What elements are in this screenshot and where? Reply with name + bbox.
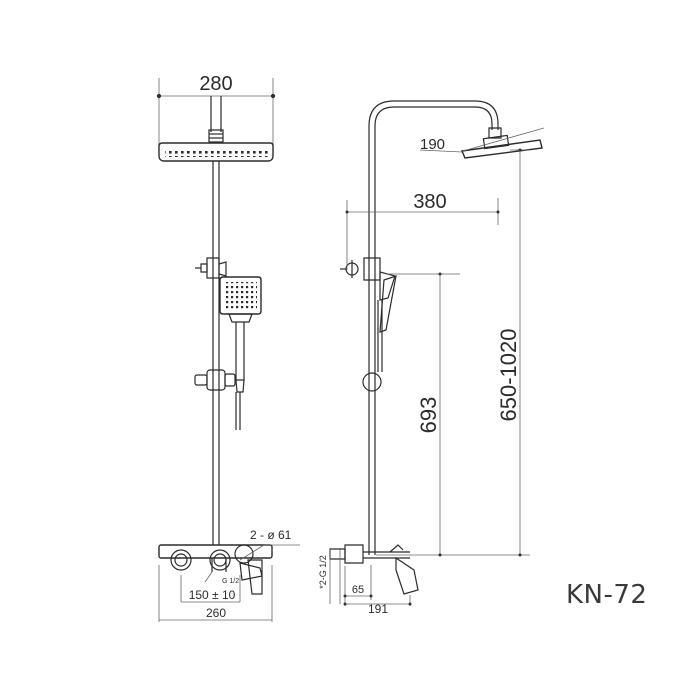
diverter-front: [195, 258, 226, 278]
model-number: KN-72: [566, 580, 648, 610]
head-diameter-label: 190: [420, 136, 445, 153]
head-width-label: 280: [199, 73, 232, 95]
mixer-dimensions: [159, 545, 300, 622]
height-range-label: 650-1020: [496, 329, 521, 422]
inlet-label: 2 - ø 61: [250, 528, 292, 542]
mixer-width-label: 260: [206, 606, 226, 620]
overhead-shower-head-front: [159, 143, 273, 161]
head-connector: [209, 96, 223, 142]
front-view: [158, 78, 301, 622]
height-to-holder-label: 693: [416, 397, 441, 434]
mixer-front: [159, 545, 272, 594]
riser-pipe-front: [213, 161, 219, 545]
hand-shower-front: [220, 277, 261, 430]
spout-projection-label: 191: [368, 602, 388, 616]
hand-shower-side: [378, 276, 396, 372]
head-width-dimension: [158, 78, 275, 148]
wall-to-spout-label: 65: [352, 584, 364, 596]
inlet-thread-label: *2-G 1/2: [318, 555, 328, 589]
dimension-labels: 280 2 - ø 61 G 1/2 150 ± 10 260 190 380 …: [189, 73, 521, 620]
shower-arm-side: [369, 101, 501, 555]
overhead-shower-head-side: [462, 135, 542, 158]
spacing-label: 150 ± 10: [189, 588, 236, 602]
side-dim-markers: [343, 148, 522, 606]
side-view: [330, 101, 544, 606]
mixer-side: [330, 545, 418, 594]
thread-label: G 1/2: [222, 578, 239, 585]
diverter-side: [340, 258, 395, 300]
slider-holder-side: [363, 373, 381, 391]
arm-reach-label: 380: [413, 191, 446, 213]
side-dimensions: [330, 128, 544, 606]
slider-holder-front: [195, 370, 235, 390]
